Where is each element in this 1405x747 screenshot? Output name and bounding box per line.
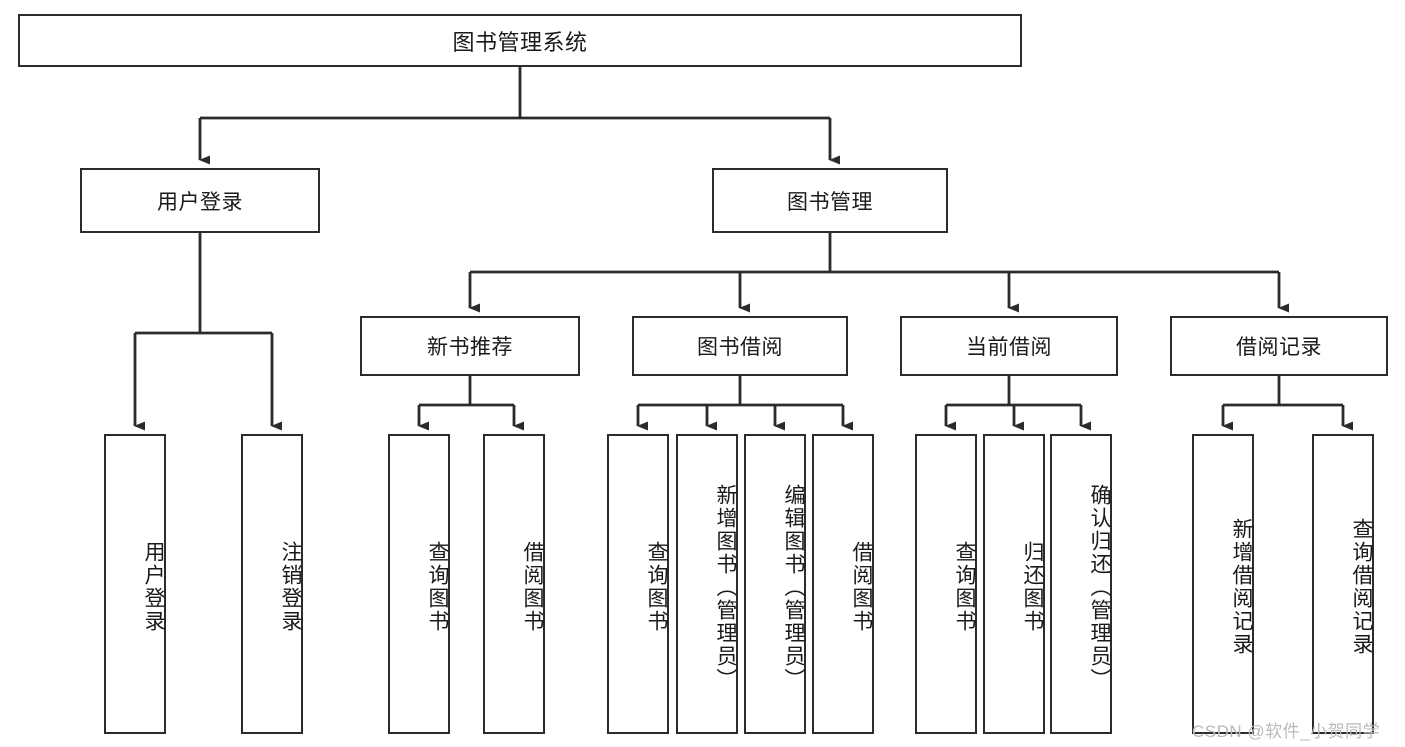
node-root-book-management-system[interactable]: 图书管理系统 xyxy=(18,14,1022,67)
leaf-add-borrowing-record[interactable]: 新增借阅记录 xyxy=(1192,434,1254,734)
node-label: 新书推荐 xyxy=(427,336,513,359)
node-label: 注销登录 xyxy=(279,541,302,633)
node-label: 用户登录 xyxy=(157,190,243,214)
node-label: 编辑图书（管理员） xyxy=(782,483,805,691)
node-label: 查询图书 xyxy=(953,541,976,633)
node-new-book-recommendation[interactable]: 新书推荐 xyxy=(360,316,580,376)
csdn-watermark: CSDN @软件_小贺同学 xyxy=(1192,722,1381,741)
node-current-borrowing[interactable]: 当前借阅 xyxy=(900,316,1118,376)
node-label: 归还图书 xyxy=(1021,541,1044,633)
leaf-return-book[interactable]: 归还图书 xyxy=(983,434,1045,734)
node-label: 确认归还（管理员） xyxy=(1088,483,1111,691)
node-label: 借阅记录 xyxy=(1236,336,1322,359)
node-borrowing-record[interactable]: 借阅记录 xyxy=(1170,316,1388,376)
leaf-query-book-borrowing[interactable]: 查询图书 xyxy=(607,434,669,734)
node-book-management[interactable]: 图书管理 xyxy=(712,168,948,233)
node-label: 借阅图书 xyxy=(850,541,873,633)
leaf-add-book-admin[interactable]: 新增图书（管理员） xyxy=(676,434,738,734)
node-label: 新增图书（管理员） xyxy=(714,483,737,691)
leaf-confirm-return-admin[interactable]: 确认归还（管理员） xyxy=(1050,434,1112,734)
leaf-query-book-current[interactable]: 查询图书 xyxy=(915,434,977,734)
leaf-borrow-book-borrowing[interactable]: 借阅图书 xyxy=(812,434,874,734)
node-label: 图书管理 xyxy=(787,190,873,214)
leaf-borrow-book-newbook[interactable]: 借阅图书 xyxy=(483,434,545,734)
node-label: 借阅图书 xyxy=(521,541,544,633)
leaf-query-borrowing-record[interactable]: 查询借阅记录 xyxy=(1312,434,1374,734)
node-label: 查询图书 xyxy=(426,541,449,633)
leaf-logout[interactable]: 注销登录 xyxy=(241,434,303,734)
node-label: 图书借阅 xyxy=(697,336,783,359)
node-label: 用户登录 xyxy=(142,541,165,633)
node-book-borrowing[interactable]: 图书借阅 xyxy=(632,316,848,376)
node-label: 当前借阅 xyxy=(966,336,1052,359)
node-label: 查询图书 xyxy=(645,541,668,633)
leaf-query-book-newbook[interactable]: 查询图书 xyxy=(388,434,450,734)
leaf-edit-book-admin[interactable]: 编辑图书（管理员） xyxy=(744,434,806,734)
node-label: 查询借阅记录 xyxy=(1350,518,1373,656)
node-label: 新增借阅记录 xyxy=(1230,518,1253,656)
node-user-login[interactable]: 用户登录 xyxy=(80,168,320,233)
node-label: 图书管理系统 xyxy=(452,29,588,55)
leaf-user-login[interactable]: 用户登录 xyxy=(104,434,166,734)
